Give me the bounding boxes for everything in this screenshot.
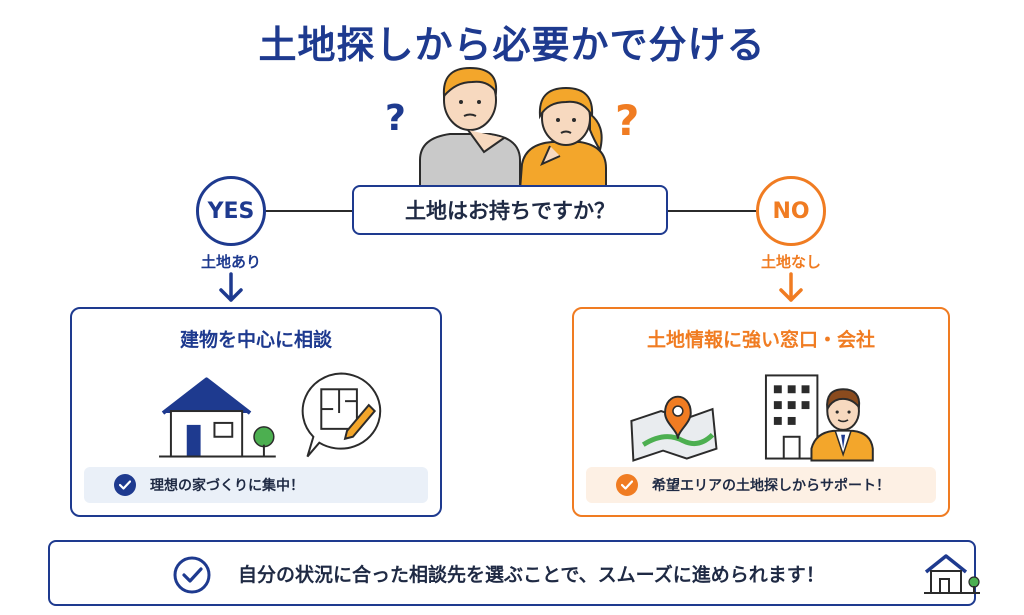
yes-panel: 建物を中心に相談 理想の家づくりに集中！: [70, 307, 442, 517]
no-circle: NO: [756, 176, 826, 246]
house-and-blueprint-illustration: [159, 372, 382, 458]
no-panel: 土地情報に強い窓口・会社: [572, 307, 950, 517]
question-mark-right: ?: [615, 96, 640, 145]
yes-check-bar: 理想の家づくりに集中！: [84, 467, 428, 503]
check-circle-icon: [173, 556, 211, 594]
check-icon: [114, 474, 136, 496]
map-pin-icon: [630, 395, 718, 462]
question-box: 土地はお持ちですか？: [352, 185, 668, 235]
map-and-agent-illustration: [630, 374, 874, 462]
arrow-down-icon: [219, 272, 243, 302]
no-panel-title: 土地情報に強い窓口・会社: [646, 329, 875, 351]
arrow-down-icon: [779, 272, 803, 302]
house-icon: [924, 554, 980, 594]
blueprint-pencil-icon: [301, 372, 382, 458]
yes-check-text: 理想の家づくりに集中！: [150, 478, 304, 494]
summary-box: 自分の状況に合った相談先を選ぶことで、スムーズに進められます！: [48, 540, 980, 606]
no-sublabel: 土地なし: [760, 253, 821, 271]
check-icon: [616, 474, 638, 496]
connector-line-left: [262, 210, 358, 212]
yes-panel-title: 建物を中心に相談: [179, 329, 332, 351]
no-check-text: 希望エリアの土地探しからサポート！: [652, 478, 890, 494]
question-mark-left: ?: [385, 98, 406, 139]
yes-circle: YES: [196, 176, 266, 246]
office-building-icon: [764, 374, 819, 460]
connector-line-right: [668, 210, 758, 212]
summary-text: 自分の状況に合った相談先を選ぶことで、スムーズに進められます！: [238, 563, 825, 586]
yes-sublabel: 土地あり: [200, 253, 261, 271]
house-icon: [159, 377, 276, 458]
thinking-couple-illustration: [419, 66, 607, 190]
page-title: 土地探しから必要かで分ける: [258, 23, 766, 67]
no-check-bar: 希望エリアの土地探しからサポート！: [586, 467, 936, 503]
business-man-icon: [810, 388, 874, 462]
